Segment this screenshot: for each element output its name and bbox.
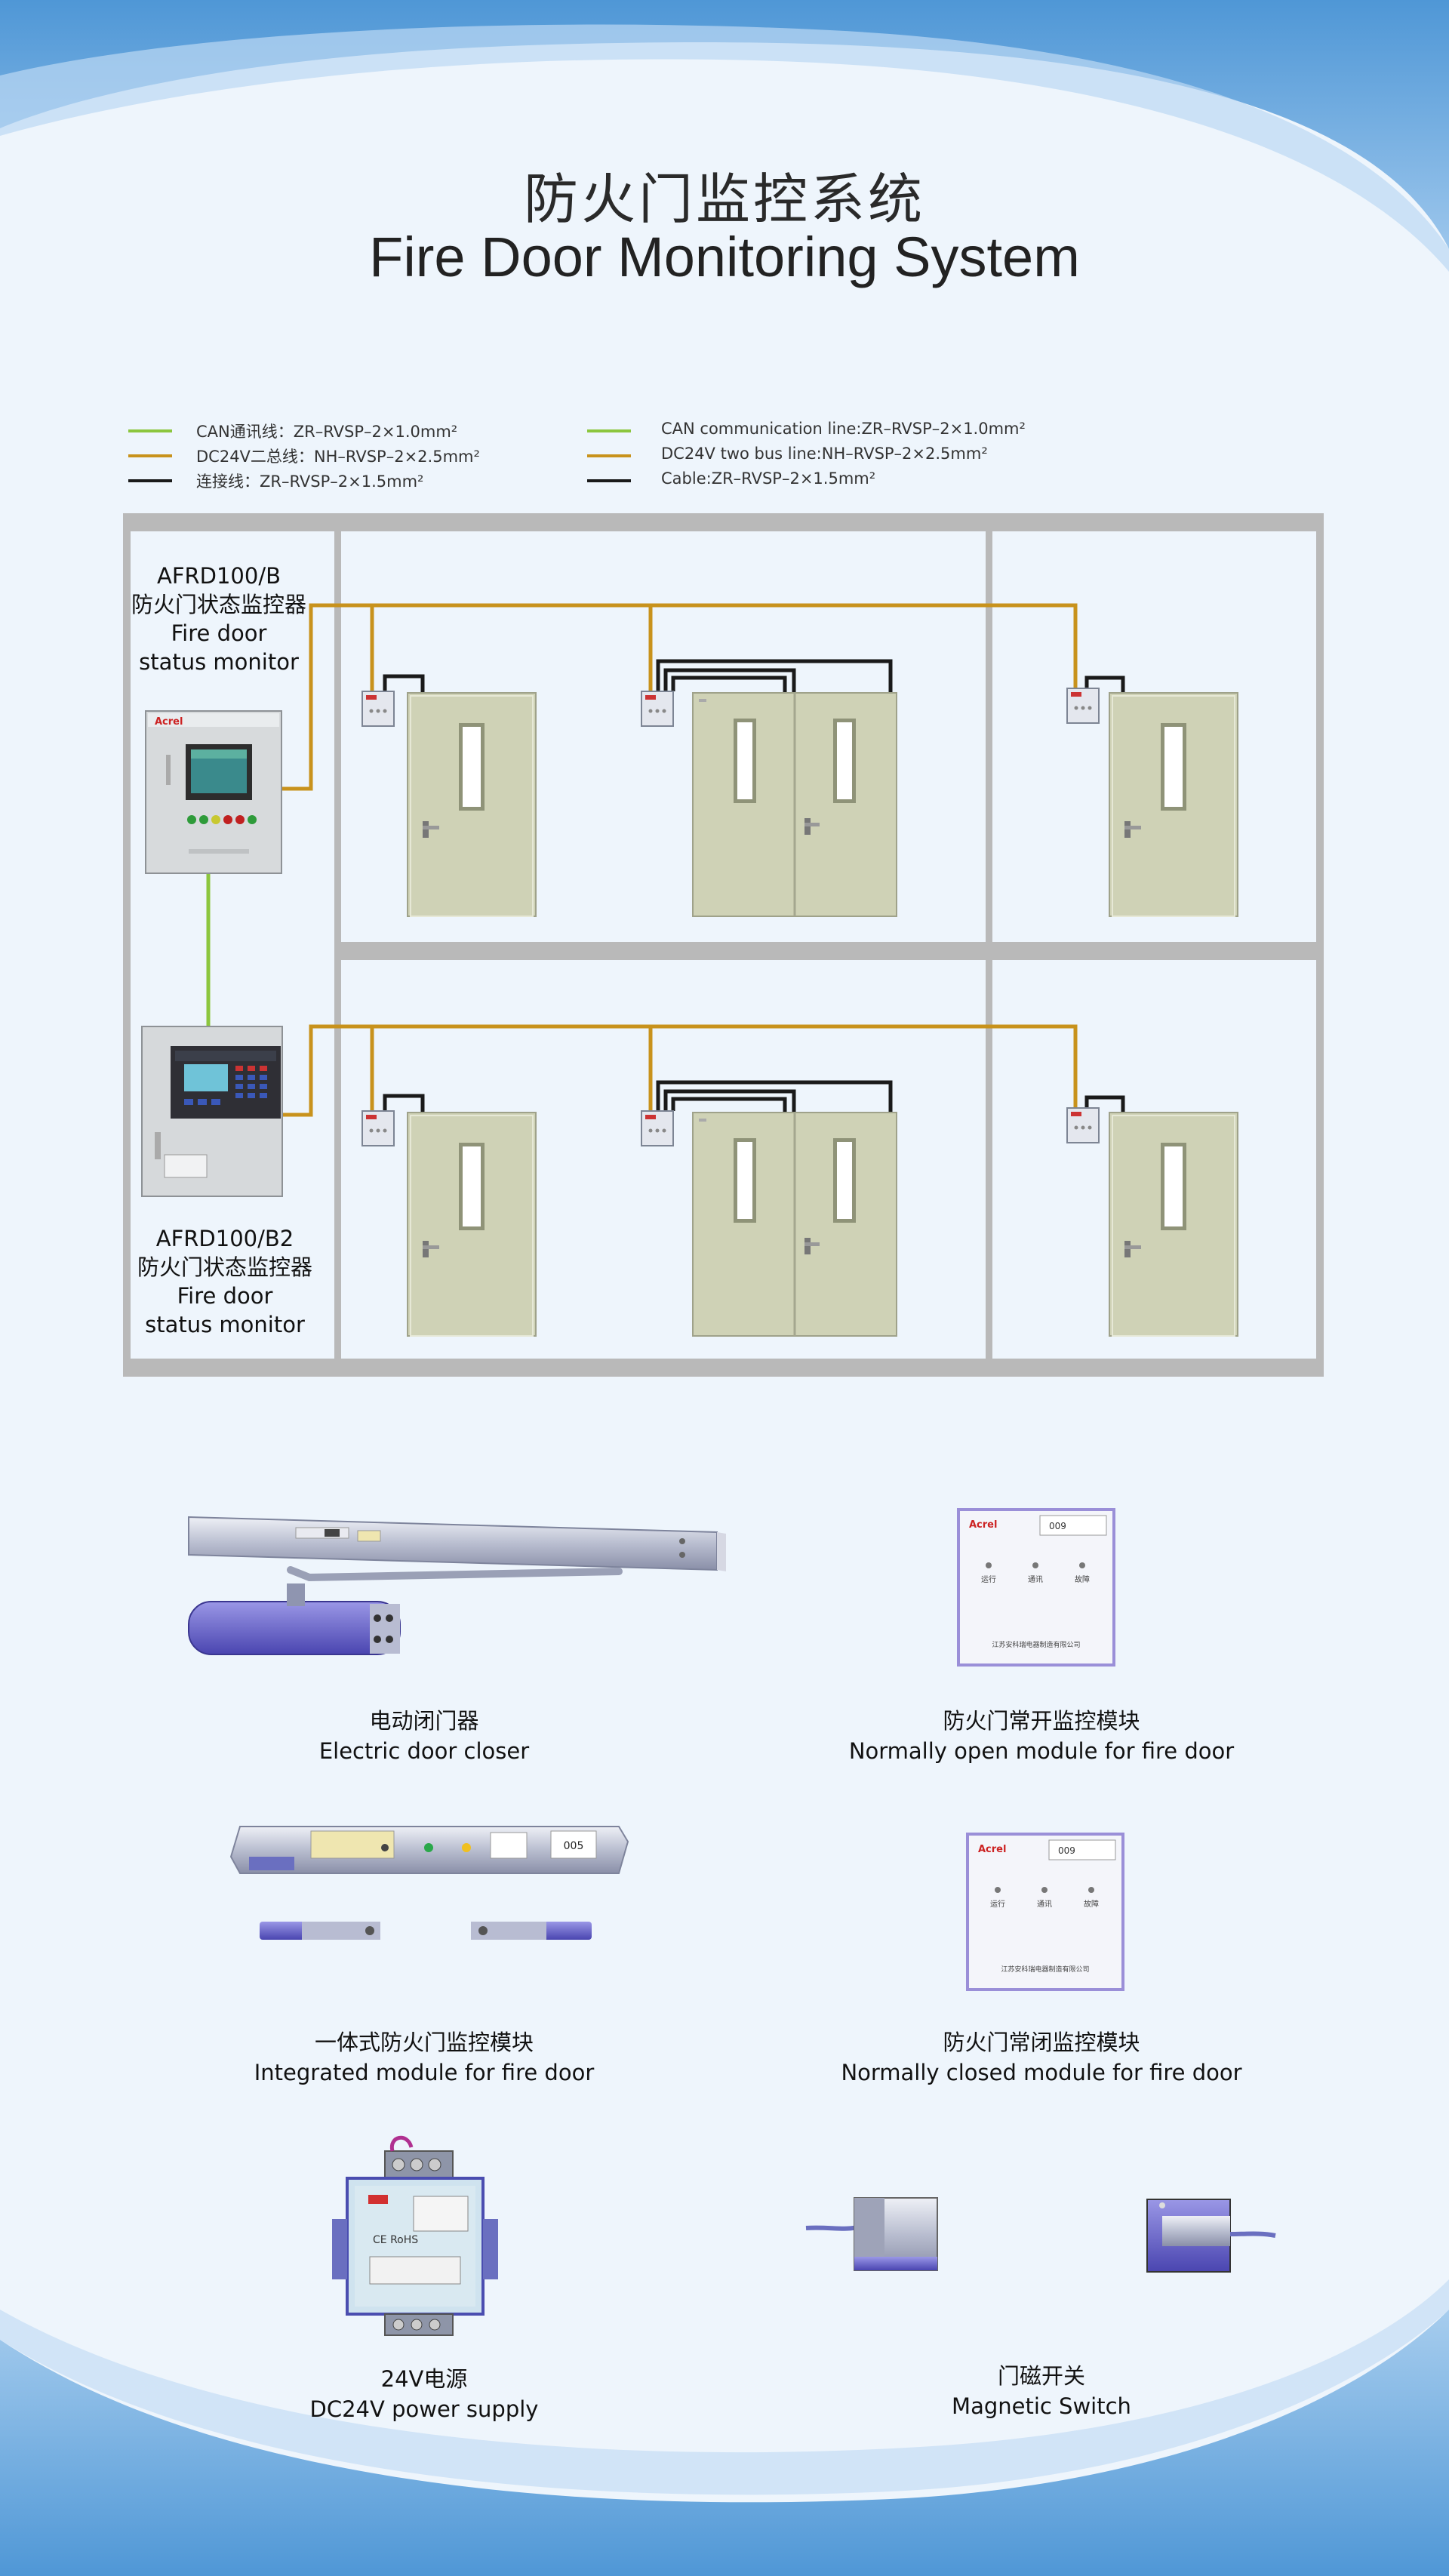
product-illustrations: Acrel 009 运行 通讯 故障 江苏安科瑞电器制造有限公司 005	[188, 1508, 1276, 2336]
fire-door-single	[1109, 1112, 1238, 1337]
legend-text: CAN通讯线：ZR–RVSP–2×1.0mm²	[196, 423, 458, 441]
indicator-label: 通讯	[1037, 1900, 1052, 1909]
legend-text: DC24V two bus line:NH–RVSP–2×2.5mm²	[661, 445, 988, 463]
caption-cn: 防火门常闭监控模块	[943, 2030, 1140, 2055]
fire-door-double	[691, 1111, 898, 1337]
magnetic-switch-image	[805, 2197, 1276, 2273]
system-diagram: Acrel	[123, 513, 1324, 1377]
caption-cn: 电动闭门器	[369, 1708, 479, 1734]
monitor-device-bottom	[141, 1026, 283, 1197]
door-module	[361, 1110, 395, 1146]
caption-cn: 24V电源	[380, 2366, 468, 2392]
monitor-device-top: Acrel	[145, 710, 282, 874]
caption-cn: 防火门常开监控模块	[943, 1708, 1140, 1734]
caption-normally-closed-module: 防火门常闭监控模块 Normally closed module for fir…	[800, 2027, 1283, 2088]
legend-swatch-orange	[128, 454, 172, 457]
module-code: 005	[564, 1840, 584, 1852]
bottom-wave	[0, 2310, 1449, 2576]
caption-en: Normally closed module for fire door	[841, 2060, 1242, 2085]
monitor-name-cn: 防火门状态监控器	[137, 1254, 312, 1280]
normally-open-module-image: Acrel 009 运行 通讯 故障 江苏安科瑞电器制造有限公司	[957, 1508, 1115, 1667]
door-module	[641, 1110, 674, 1146]
monitor-name-en: status monitor	[145, 1312, 305, 1337]
normally-closed-module-image: Acrel 009 运行 通讯 故障 江苏安科瑞电器制造有限公司	[966, 1833, 1124, 1991]
indicator-label: 运行	[981, 1574, 996, 1584]
fire-door-double	[691, 691, 898, 918]
power-supply-image: CE RoHS	[332, 2135, 498, 2336]
legend-swatch-green	[128, 429, 172, 432]
legend-text: DC24V二总线：NH–RVSP–2×2.5mm²	[196, 448, 480, 466]
monitor-label-top: AFRD100/B 防火门状态监控器 Fire door status moni…	[121, 562, 317, 676]
caption-cn: 一体式防火门监控模块	[314, 2030, 534, 2055]
title-english: Fire Door Monitoring System	[369, 226, 1080, 288]
monitor-name-cn: 防火门状态监控器	[131, 592, 306, 617]
caption-electric-door-closer: 电动闭门器 Electric door closer	[183, 1706, 666, 1766]
indicator-label: 通讯	[1028, 1575, 1043, 1584]
indicator-label: 故障	[1075, 1574, 1090, 1584]
fire-door-single	[1109, 692, 1238, 917]
brand-logo: Acrel	[969, 1519, 997, 1531]
monitor-model: AFRD100/B2	[155, 1226, 294, 1251]
monitor-name-en: Fire door	[171, 620, 267, 646]
indicator-label: 故障	[1084, 1899, 1099, 1909]
legend-text: 连接线：ZR–RVSP–2×1.5mm²	[196, 472, 424, 491]
legend-text: Cable:ZR–RVSP–2×1.5mm²	[661, 469, 876, 488]
title-chinese: 防火门监控系统	[523, 168, 925, 231]
brand-logo: Acrel	[155, 716, 183, 728]
monitor-name-en: status monitor	[139, 649, 299, 675]
monitor-model: AFRD100/B	[156, 563, 281, 589]
caption-magnetic-switch: 门磁开关 Magnetic Switch	[800, 2361, 1283, 2421]
bus-lines	[281, 603, 1078, 1117]
connection-cables	[383, 659, 1125, 1116]
door-module	[361, 691, 395, 727]
caption-cn: 门磁开关	[997, 2363, 1085, 2389]
module-code: 009	[1049, 1521, 1066, 1531]
legend-text: CAN communication line:ZR–RVSP–2×1.0mm²	[661, 420, 1026, 438]
door-module	[1066, 688, 1100, 724]
legend-swatch-black	[128, 479, 172, 482]
caption-en: Magnetic Switch	[952, 2393, 1131, 2419]
monitor-name-en: Fire door	[177, 1283, 273, 1309]
door-module	[641, 691, 674, 727]
company-label: 江苏安科瑞电器制造有限公司	[1001, 1965, 1089, 1974]
caption-integrated-module: 一体式防火门监控模块 Integrated module for fire do…	[183, 2027, 666, 2088]
caption-en: Electric door closer	[318, 1738, 530, 1764]
module-code: 009	[1058, 1845, 1075, 1856]
legend-swatch-orange	[587, 454, 631, 457]
caption-normally-open-module: 防火门常开监控模块 Normally open module for fire …	[800, 1706, 1283, 1766]
legend-swatch-green	[587, 429, 631, 432]
caption-power-supply: 24V电源 DC24V power supply	[183, 2364, 666, 2424]
caption-en: Integrated module for fire door	[254, 2060, 595, 2085]
indicator-label: 运行	[990, 1899, 1005, 1909]
door-module	[1066, 1107, 1100, 1143]
cert-mark: CE RoHS	[373, 2234, 418, 2246]
caption-en: DC24V power supply	[309, 2396, 539, 2422]
building-walls	[123, 513, 1324, 1377]
integrated-module-image: 005	[229, 1826, 629, 1940]
fire-door-single	[407, 692, 537, 917]
caption-en: Normally open module for fire door	[848, 1738, 1235, 1764]
fire-door-single	[407, 1112, 537, 1337]
electric-door-closer-image	[188, 1516, 726, 1655]
brand-logo: Acrel	[978, 1844, 1006, 1855]
company-label: 江苏安科瑞电器制造有限公司	[992, 1640, 1080, 1649]
monitor-label-bottom: AFRD100/B2 防火门状态监控器 Fire door status mon…	[127, 1224, 323, 1339]
legend-swatch-black	[587, 479, 631, 482]
